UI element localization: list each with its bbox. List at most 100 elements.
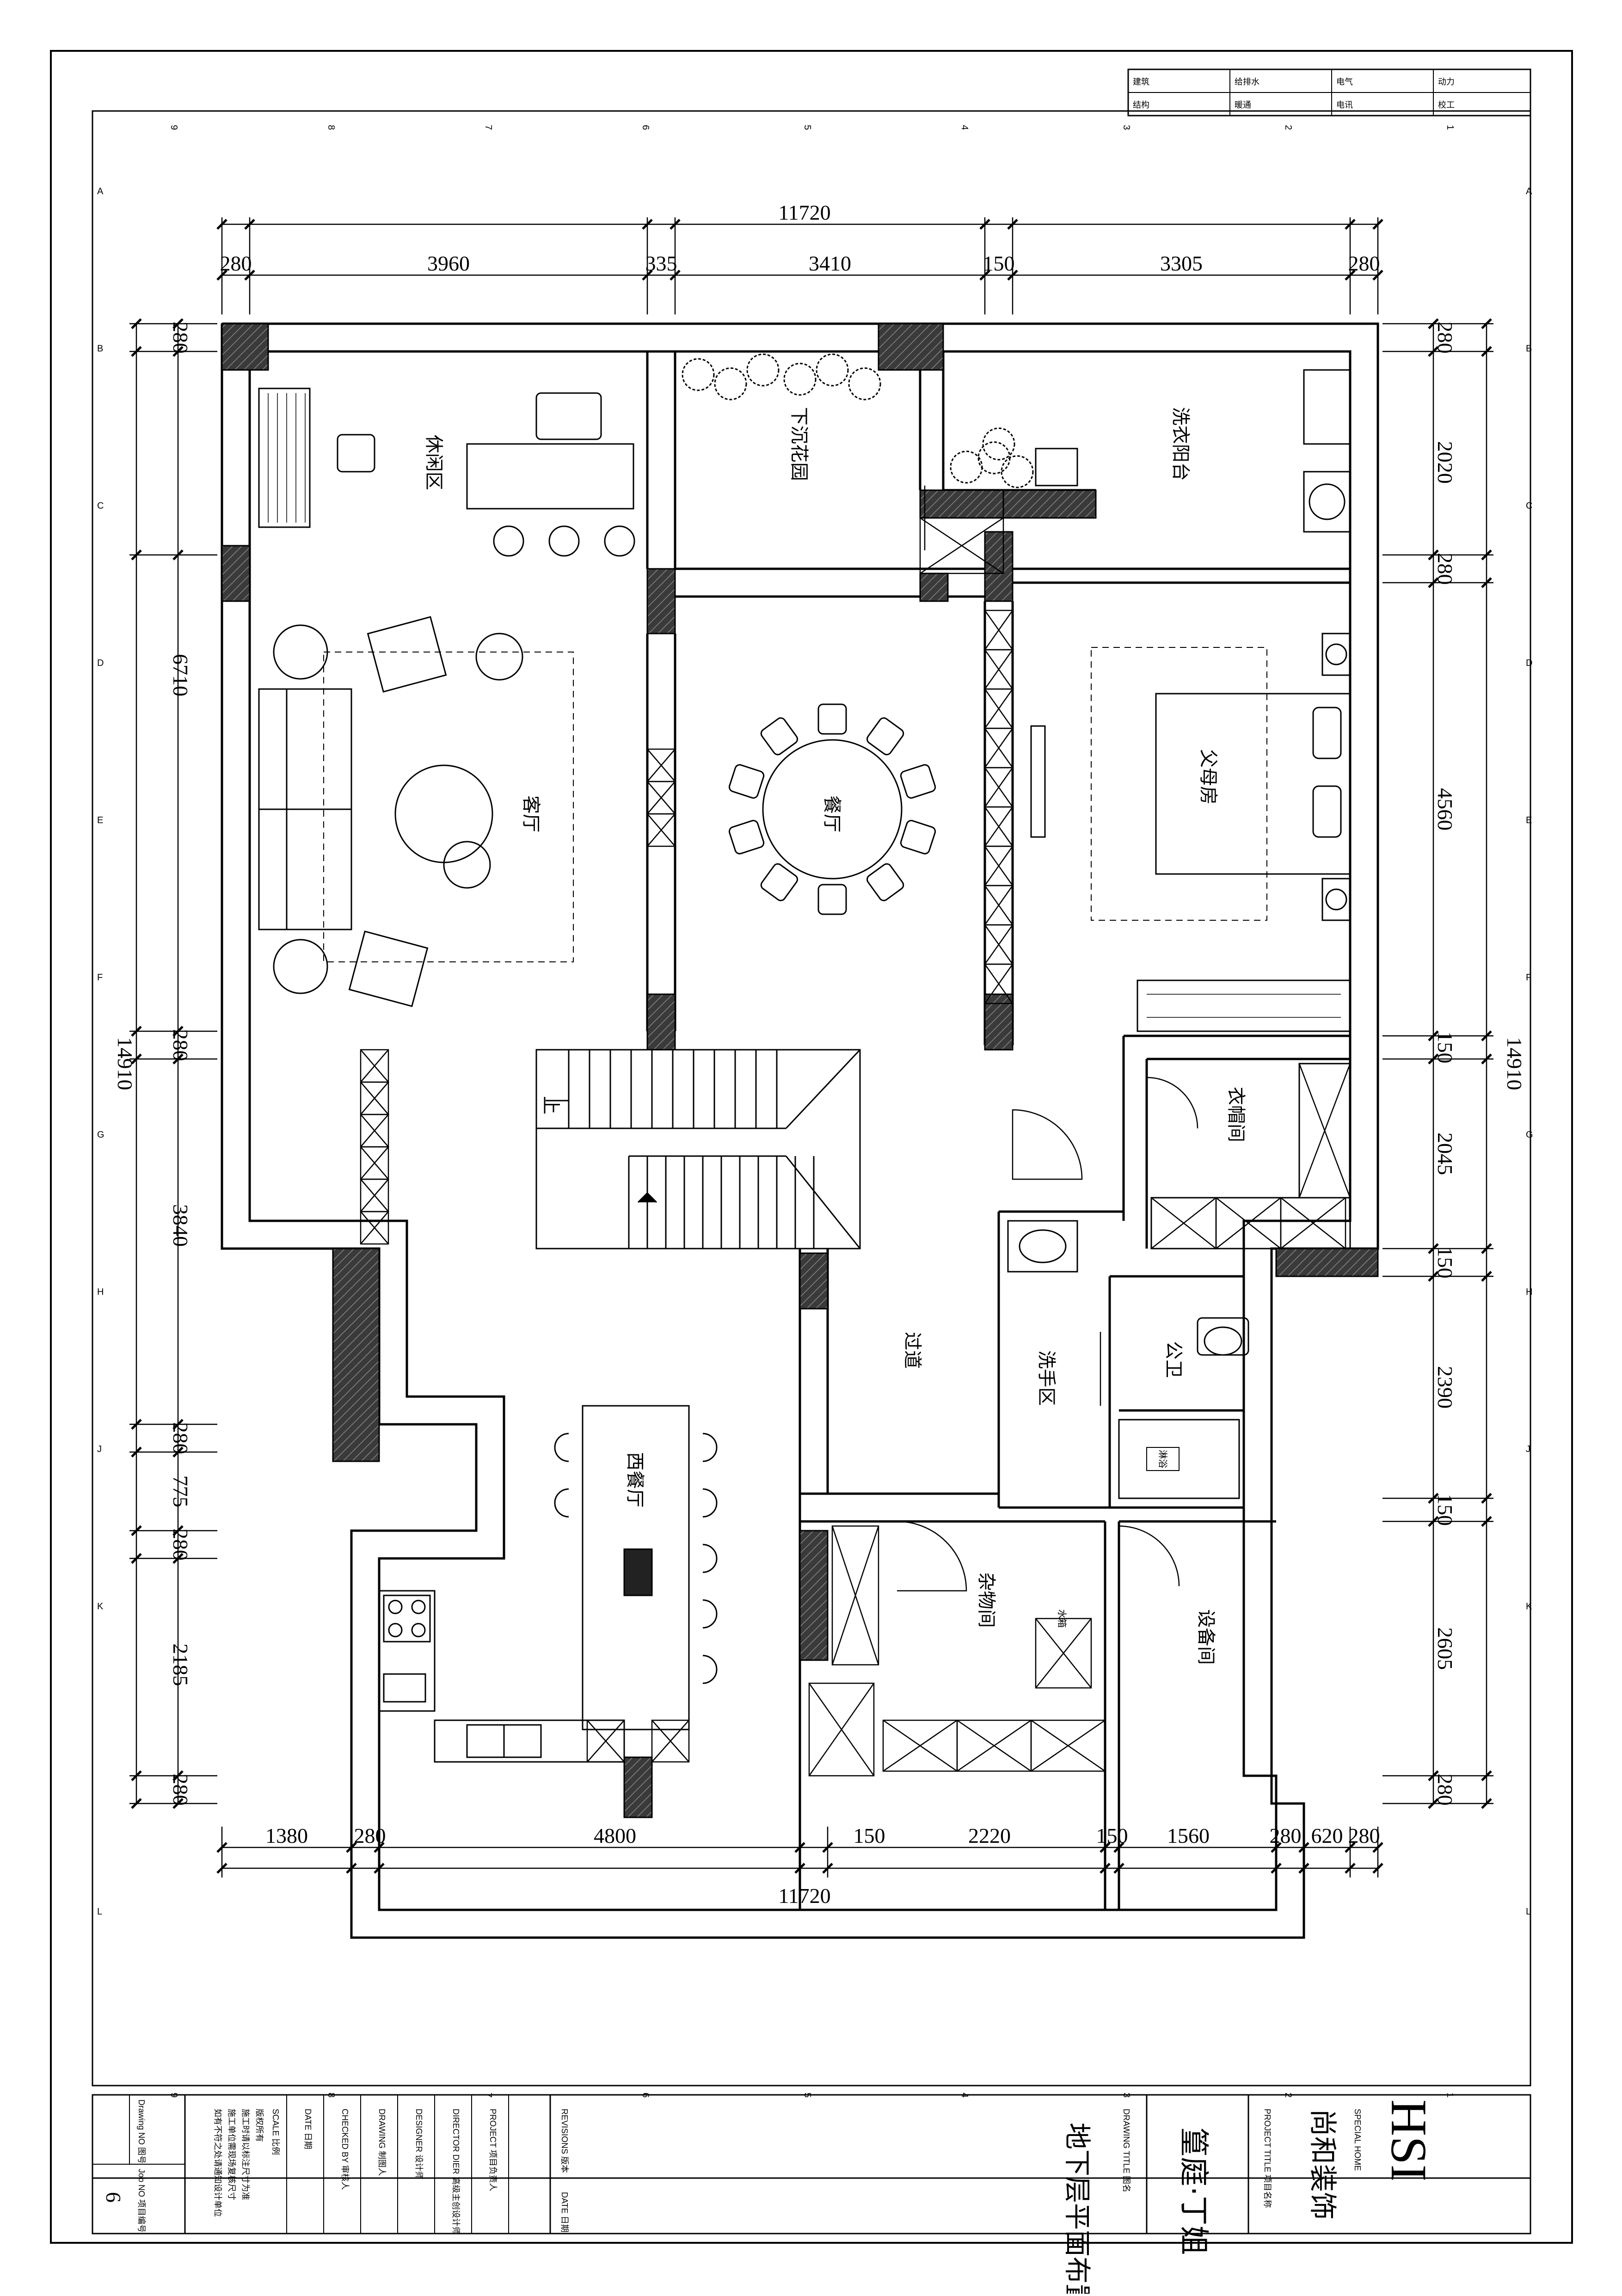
discipline-table: 建筑 给排水 电气 动力 结构 暖通 电讯 校工 xyxy=(1127,68,1531,117)
grid-number-1: 1 xyxy=(1445,2093,1455,2098)
cabinet-dining-partition-diag xyxy=(647,813,676,847)
tb-drawing: DRAWING 制图人 xyxy=(377,2109,387,2176)
room-label-parents: 父母房 xyxy=(1198,749,1219,805)
cabinet-dining-right-diag xyxy=(984,846,1014,886)
project-name: 篁庭·丁姐 xyxy=(1176,2127,1210,2255)
company-logo: HSI xyxy=(1381,2099,1437,2181)
wardrobe xyxy=(1137,979,1351,1032)
dim-right-segment: 2605 xyxy=(1433,1627,1457,1670)
dim-left-segment: 6710 xyxy=(169,654,192,696)
cabinet-dining-right-diag xyxy=(984,610,1014,650)
drawing-title: 地下层平面布置图 xyxy=(1062,2123,1093,2294)
cabinet-living-side-diag xyxy=(360,1114,389,1147)
grid-number-7: 7 xyxy=(483,2093,493,2098)
piano xyxy=(258,388,311,528)
stool xyxy=(604,525,635,557)
tb-project-title: PROJECT TITLE 项目名称 xyxy=(1263,2109,1272,2208)
tb-note-4: 如有不符之处请通知设计单位 xyxy=(213,2109,222,2217)
dim-right-segment: 150 xyxy=(1433,1494,1457,1526)
dim-left-segment: 3840 xyxy=(169,1204,192,1247)
tb-revisions: REVISIONS 版本 xyxy=(560,2109,569,2173)
tb-checked: CHECKED BY 审核人 xyxy=(340,2109,350,2190)
room-label-leisure: 休闲区 xyxy=(423,435,444,490)
dimension-lines xyxy=(129,217,1493,1877)
doors xyxy=(897,486,1198,1592)
tb-job-no-label: Job NO 项目编号 xyxy=(137,2169,146,2233)
dim-right-segment: 280 xyxy=(1433,322,1457,354)
dim-right-segment: 280 xyxy=(1433,1774,1457,1806)
dim-right-segment: 4560 xyxy=(1433,788,1457,831)
cabinet-dining-right-diag xyxy=(984,649,1014,689)
grid-letter-K: K xyxy=(1526,1601,1532,1612)
dim-bottom-segment: 150 xyxy=(1096,1824,1128,1847)
grid-letter-H: H xyxy=(1526,1287,1532,1297)
shrub xyxy=(714,367,747,400)
bar-stools xyxy=(554,1433,718,1684)
cabinet-closet-diag xyxy=(1280,1197,1346,1249)
cabinet-dining-partition-diag xyxy=(647,781,676,814)
sheet-frames xyxy=(50,50,1573,2244)
dim-left-segment: 280 xyxy=(169,1422,192,1454)
door-corridor xyxy=(1012,1109,1083,1180)
dim-left-segment: 2185 xyxy=(169,1644,192,1686)
armchair xyxy=(348,930,429,1007)
room-label-tank: 水箱 xyxy=(1057,1609,1067,1628)
dim-bottom-segment: 4800 xyxy=(594,1824,636,1847)
stair-outline xyxy=(535,1049,861,1250)
table-cell-telecom: 电讯 xyxy=(1336,100,1353,110)
structural-columns xyxy=(221,323,1379,1818)
walls xyxy=(221,322,1379,1939)
dining-chair xyxy=(866,717,904,756)
wash-basin xyxy=(1007,1220,1078,1273)
dim-left-total: 14910 xyxy=(113,1037,137,1090)
shower-tray xyxy=(1118,1419,1240,1499)
dim-bottom-segment: 620 xyxy=(1311,1824,1343,1847)
table-cell-architecture: 建筑 xyxy=(1133,77,1149,86)
company-cn: 尚和装饰 xyxy=(1306,2109,1339,2220)
grid-number-3: 3 xyxy=(1121,125,1131,130)
dim-overall-bottom-text: 11720 xyxy=(778,1884,830,1908)
cabinet-dining-right-diag xyxy=(984,728,1014,768)
dining-chair xyxy=(760,717,798,756)
table-cell-hvac: 暖通 xyxy=(1235,100,1251,110)
tb-note-1: 版权所有 xyxy=(255,2109,264,2142)
cabinet-closet-diag xyxy=(1151,1197,1216,1249)
shrub xyxy=(950,450,983,484)
grid-letter-E: E xyxy=(1526,815,1532,825)
grid-number-8: 8 xyxy=(326,125,336,130)
armchair xyxy=(367,616,447,693)
grid-number-6: 6 xyxy=(640,125,651,130)
dining-chair xyxy=(866,863,904,901)
tb-drawing-title: DRAWING TITLE 图名 xyxy=(1122,2109,1131,2192)
grid-letter-F: F xyxy=(1526,973,1531,983)
dim-right-segment: 2020 xyxy=(1433,441,1457,484)
cabinet-living-side-diag xyxy=(360,1049,389,1083)
grid-letter-K: K xyxy=(97,1601,104,1612)
island-sink xyxy=(623,1548,653,1596)
shrub xyxy=(783,363,817,396)
dining-chair xyxy=(900,764,936,799)
cabinet-dining-partition-diag xyxy=(647,749,676,782)
table-cell-structure: 结构 xyxy=(1133,100,1149,110)
room-label-storage: 杂物间 xyxy=(976,1572,997,1628)
cabinet-closet-diag xyxy=(1216,1197,1281,1249)
grid-number-3: 3 xyxy=(1121,2093,1131,2098)
bar-stool xyxy=(702,1655,718,1684)
desk xyxy=(466,443,634,510)
company-en: SPECIAL HOME xyxy=(1353,2109,1362,2171)
dining-chair xyxy=(728,819,765,855)
stair-up-label: 上 xyxy=(540,1096,561,1114)
shrub xyxy=(1001,455,1034,488)
cabinet-storage-corner xyxy=(808,1682,875,1777)
tb-job-no: 6 xyxy=(102,2192,125,2203)
grid-number-4: 4 xyxy=(959,2093,970,2098)
dimension-texts: 11720 11720 11720 14910 14910 xyxy=(113,201,1526,1908)
room-label-equipment: 设备间 xyxy=(1195,1609,1216,1665)
grid-letter-F: F xyxy=(97,973,103,983)
coffee-table xyxy=(394,764,493,863)
cabinet-closet xyxy=(1280,1197,1346,1250)
dim-bottom-segment: 280 xyxy=(1270,1824,1302,1847)
grid-number-8: 8 xyxy=(326,2093,336,2098)
tb-note-2: 施工时请以标注尺寸为准 xyxy=(241,2109,250,2200)
